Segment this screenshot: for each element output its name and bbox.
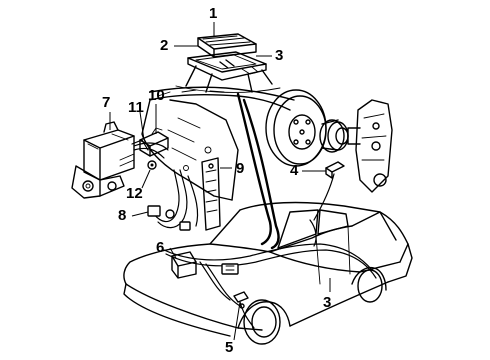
hydraulic-modulator (71, 121, 169, 199)
callout-7[interactable]: 7 (102, 94, 111, 111)
firewall-cowl (141, 86, 295, 201)
rear-brake-rotor (265, 89, 349, 167)
leader-lines (109, 22, 331, 341)
callout-1[interactable]: 1 (209, 5, 218, 22)
callout-10[interactable]: 10 (148, 87, 165, 104)
control-module (175, 33, 281, 93)
callout-11[interactable]: 11 (128, 99, 144, 116)
callout-5[interactable]: 5 (225, 339, 234, 356)
relay-bracket (139, 127, 169, 170)
callout-4[interactable]: 4 (290, 162, 299, 179)
callout-9[interactable]: 9 (236, 160, 245, 177)
front-modulator (171, 251, 239, 279)
wiring-harness-front (147, 169, 199, 231)
callout-2[interactable]: 2 (160, 37, 169, 54)
sensor-wire-loop (236, 92, 280, 250)
callout-12[interactable]: 12 (126, 185, 143, 202)
callout-3-top[interactable]: 3 (275, 47, 284, 64)
brake-line-routing (163, 219, 377, 307)
callout-3-bottom[interactable]: 3 (323, 294, 332, 311)
rear-knuckle (347, 99, 393, 193)
callout-8[interactable]: 8 (118, 207, 127, 224)
car-body (123, 201, 413, 345)
callout-6[interactable]: 6 (156, 239, 165, 256)
harness-clip (201, 157, 221, 231)
front-wheel-sensor (233, 291, 255, 329)
